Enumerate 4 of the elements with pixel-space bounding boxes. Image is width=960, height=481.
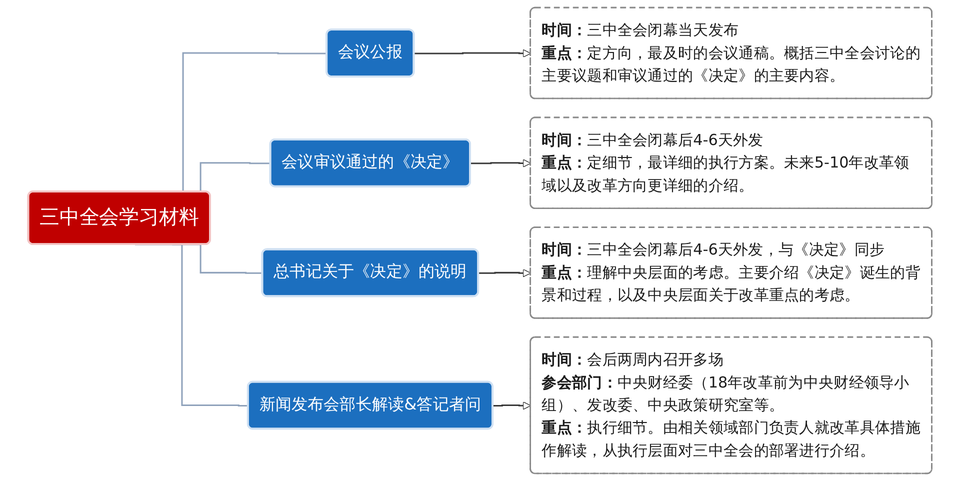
arrow (478, 268, 532, 278)
arrow (492, 401, 532, 410)
arrow (414, 49, 532, 58)
arrow (470, 159, 532, 168)
